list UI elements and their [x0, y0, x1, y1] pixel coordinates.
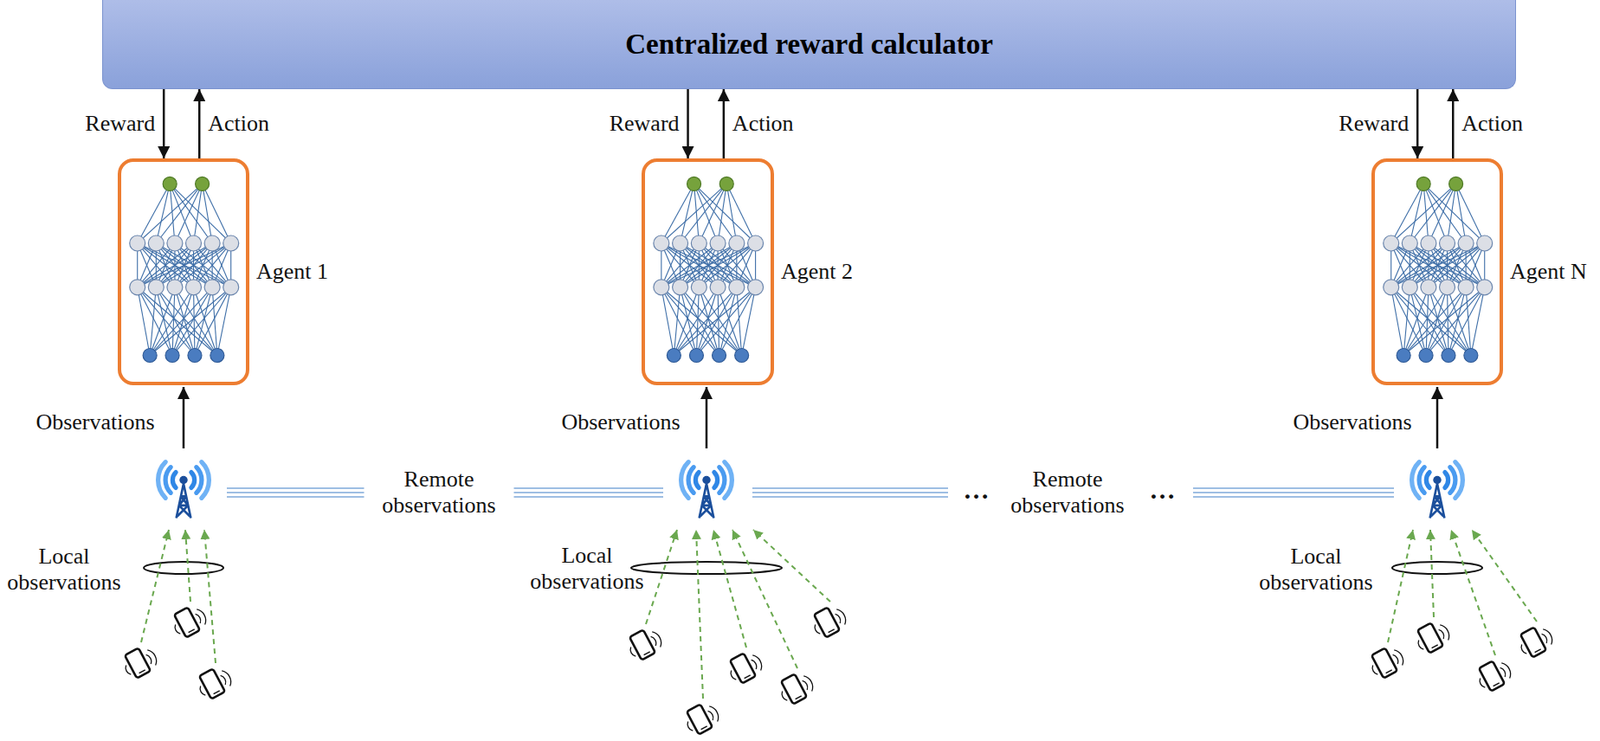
user-devices: [119, 529, 1556, 738]
connector-arrow: [162, 89, 166, 159]
phone-icon: [1366, 643, 1407, 682]
remote-observations-label: Remote observations: [993, 466, 1143, 519]
base-station-icon: [158, 462, 210, 519]
observation-arrows: [183, 387, 1438, 449]
uplink-arrow: [645, 529, 678, 625]
phone-icon: [1412, 618, 1453, 657]
reward-calculator-band: Centralized reward calculator: [102, 0, 1517, 90]
agent-box: Agent 1: [117, 158, 250, 386]
edge-label: Action: [1461, 110, 1523, 137]
connector-arrow: [1416, 89, 1420, 159]
uplink-arrow: [1430, 529, 1434, 618]
base-station-icon: [681, 462, 733, 519]
remote-observations-label: Remote observations: [364, 466, 515, 519]
phone-icon: [168, 602, 210, 641]
local-observations-label: Local observations: [1255, 543, 1377, 596]
ellipsis: …: [1149, 475, 1177, 506]
phone-icon: [1515, 622, 1556, 661]
connector-arrow: [722, 89, 726, 159]
phone-icon: [193, 664, 235, 703]
uplink-arrow: [1451, 529, 1496, 656]
phone-icon: [808, 602, 850, 641]
phone-icon: [119, 643, 161, 682]
ellipsis: …: [963, 475, 991, 506]
phone-icon: [1473, 656, 1515, 695]
connector-arrow: [198, 89, 201, 159]
uplink-arrow: [713, 529, 747, 648]
neural-network-icon: [121, 161, 246, 382]
edge-label: Action: [732, 110, 794, 137]
neural-network-icon: [1374, 161, 1500, 382]
observations-label: Observations: [561, 409, 680, 436]
local-observations-label: Local observations: [3, 543, 125, 596]
agent-box: Agent N: [1371, 158, 1504, 386]
agent-label: Agent 2: [780, 258, 853, 285]
uplink-arrow: [732, 529, 798, 669]
uplink-arrow: [185, 529, 191, 602]
uplink-arrow: [1387, 529, 1413, 643]
phone-icon: [624, 625, 665, 664]
edge-label: Reward: [84, 110, 155, 137]
agent-label: Agent 1: [256, 258, 329, 285]
connector-arrow: [686, 89, 690, 159]
uplink-arrow: [204, 529, 216, 664]
agent-label: Agent N: [1509, 258, 1588, 285]
uplink-arrow: [141, 529, 169, 643]
phone-icon: [681, 699, 723, 738]
uplink-arrow: [696, 529, 704, 699]
uplink-arrow: [753, 529, 831, 602]
neural-network-icon: [645, 161, 771, 382]
edge-label: Action: [207, 110, 270, 137]
base-station-icon: [1412, 462, 1464, 519]
edge-label: Reward: [609, 110, 680, 137]
observations-label: Observations: [35, 409, 155, 436]
uplink-arrow: [1471, 529, 1537, 622]
local-observations-label: Local observations: [526, 542, 648, 595]
connector-arrow: [1451, 89, 1455, 159]
edge-label: Reward: [1338, 110, 1409, 137]
phone-icon: [724, 648, 766, 687]
observations-label: Observations: [1292, 409, 1412, 436]
band-title: Centralized reward calculator: [625, 28, 994, 61]
phone-icon: [775, 669, 817, 708]
agent-box: Agent 2: [641, 158, 775, 386]
